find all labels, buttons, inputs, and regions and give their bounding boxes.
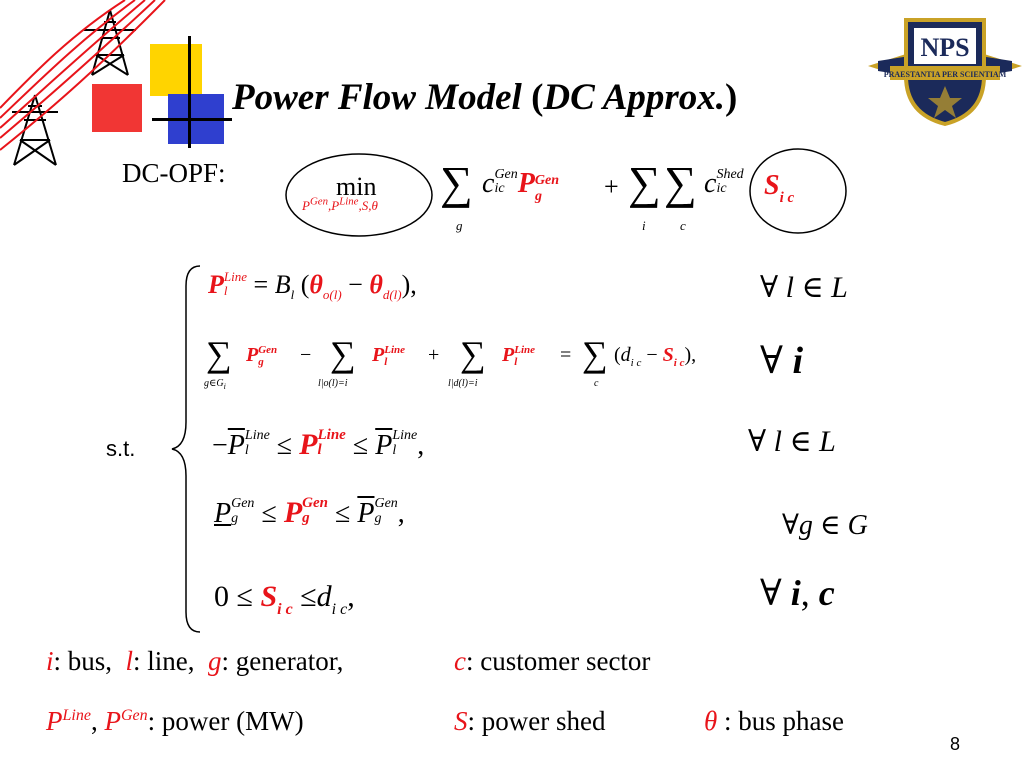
- deco-yellow-square: [150, 44, 202, 96]
- deco-vertical-line: [188, 36, 191, 148]
- st-label: s.t.: [106, 436, 136, 461]
- deco-red-square: [92, 84, 142, 132]
- objective-min-subscript: PGen,PLine,S,θ: [302, 195, 378, 213]
- legend-line-1: i: bus, l: line, g: generator,: [46, 646, 343, 677]
- seal-text: NPS: [920, 33, 969, 62]
- legend-s-text: : power shed: [467, 706, 606, 736]
- deco-horizontal-line: [152, 118, 232, 121]
- power-tower-icon: [0, 0, 166, 166]
- title-paren: DC Approx.: [543, 77, 726, 118]
- legend-shed: S: power shed: [454, 706, 605, 737]
- legend-g-text: : generator,: [221, 646, 344, 676]
- legend-s-symbol: S: [454, 706, 468, 736]
- legend-c-symbol: c: [454, 646, 466, 676]
- slide-title: Power Flow Model (DC Approx.): [232, 77, 738, 118]
- nps-seal-icon: NPS PRAESTANTIA PER SCIENTIAM: [868, 18, 1022, 126]
- constraint-shed-limits: 0 ≤ Si c ≤di c,: [214, 580, 355, 618]
- constraint-balance: ∑: [206, 334, 232, 374]
- seal-motto: PRAESTANTIA PER SCIENTIAM: [884, 70, 1007, 79]
- dc-opf-label: DC-OPF:: [122, 158, 226, 188]
- legend-power-text: : power (MW): [147, 706, 304, 736]
- legend-theta-symbol: θ: [704, 706, 718, 736]
- quantifier-bus-customer: ∀ i, c: [760, 573, 835, 613]
- quantifier-line-2: ∀ l ∈ L: [748, 425, 836, 458]
- legend-pgen-sup: Gen: [120, 707, 148, 724]
- objective-sum-g: ∑: [440, 157, 473, 208]
- legend-l-text: : line,: [133, 646, 195, 676]
- objective-shed-var: Si c: [764, 170, 795, 206]
- legend-c: c: customer sector: [454, 646, 650, 677]
- legend-theta: θ : bus phase: [704, 706, 844, 737]
- objective-sum-c: ∑: [664, 157, 697, 208]
- min-oval: [285, 153, 433, 237]
- legend-theta-text: : bus phase: [724, 706, 844, 736]
- legend-i-text: : bus,: [53, 646, 113, 676]
- objective-min: min: [336, 172, 377, 201]
- shed-oval: [749, 148, 847, 234]
- legend-pgen-symbol: P: [104, 706, 121, 736]
- objective-sum-i: ∑: [628, 157, 661, 208]
- quantifier-gen: ∀g ∈ G: [782, 510, 868, 541]
- legend-l-symbol: l: [125, 646, 134, 676]
- title-main: Power Flow Model: [232, 77, 522, 118]
- legend-g-symbol: g: [208, 646, 222, 676]
- legend-i-symbol: i: [46, 646, 54, 676]
- page-number: 8: [950, 734, 961, 754]
- quantifier-bus: ∀ i: [760, 340, 803, 382]
- constraint-brace: [171, 265, 201, 633]
- legend-pline-sup: Line: [62, 707, 91, 724]
- legend-pline-symbol: P: [46, 706, 63, 736]
- quantifier-line-1: ∀ l ∈ L: [760, 271, 848, 304]
- legend-power: PLine, PGen: power (MW): [46, 706, 304, 736]
- legend-c-text: : customer sector: [465, 646, 651, 676]
